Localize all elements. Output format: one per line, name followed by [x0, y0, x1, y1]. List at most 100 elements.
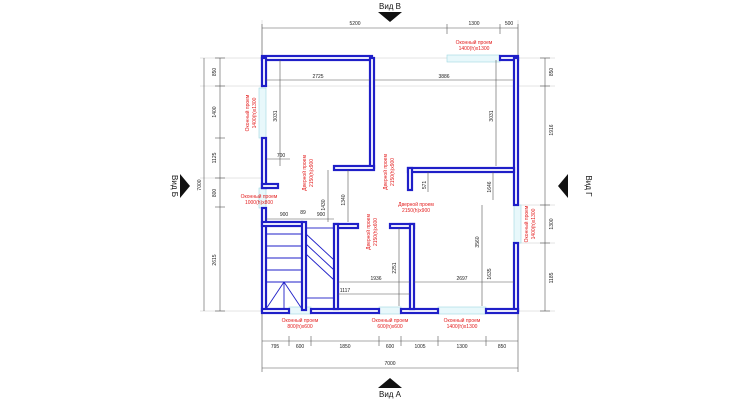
dim-1635: 1635 [487, 268, 493, 279]
svg-text:Дверной проем: Дверной проем [301, 155, 308, 191]
svg-text:Оконный проем: Оконный проем [372, 317, 409, 324]
svg-text:Дверной проем: Дверной проем [382, 154, 389, 190]
dim-1936: 1936 [370, 276, 381, 282]
wall-stair-top [260, 220, 304, 228]
window-bottom-2 [378, 306, 402, 315]
label-window-left: Оконный проем 1400(h)х1300 [244, 94, 258, 131]
window-bottom-1 [288, 306, 312, 315]
label-window-top: Оконный проем 1400(h)х1300 [456, 39, 493, 52]
view-arrow-right [558, 174, 568, 198]
dim-3031-left: 3031 [273, 110, 279, 121]
wall-bottom-1 [260, 307, 291, 315]
wall-bottom-2 [309, 307, 381, 315]
dim-right-1916: 1916 [549, 124, 555, 135]
dim-right-850: 850 [549, 68, 555, 77]
view-marker-bottom: Вид А [378, 378, 402, 399]
dim-left-850: 850 [212, 68, 218, 77]
svg-text:2150(h)х900: 2150(h)х900 [309, 159, 315, 187]
dim-900a: 900 [280, 212, 289, 218]
dim-bottom-795: 795 [271, 344, 280, 350]
wall-left-2 [260, 136, 268, 190]
svg-text:Оконный проем: Оконный проем [241, 193, 278, 200]
wall-right-partition [406, 166, 516, 174]
svg-text:2150(h)х600: 2150(h)х600 [373, 218, 379, 246]
label-door-1: Дверной проем 2150(h)х900 [301, 155, 315, 191]
svg-text:1400(h)х1300: 1400(h)х1300 [447, 324, 478, 330]
dim-bottom-850: 850 [498, 344, 507, 350]
dim-3886: 3886 [438, 74, 449, 80]
label-door-4: Дверной проем 2150(h)х600 [365, 214, 379, 250]
svg-text:2150(h)х900: 2150(h)х900 [402, 208, 430, 214]
walls [260, 54, 520, 315]
svg-text:1400(h)х1300: 1400(h)х1300 [459, 46, 490, 52]
wall-right-partition-stub [406, 166, 414, 192]
svg-text:Дверной проем: Дверной проем [365, 214, 372, 250]
wall-center-horizontal [332, 164, 376, 172]
svg-text:Оконный проем: Оконный проем [244, 94, 251, 131]
dim-2251: 2251 [392, 262, 398, 273]
svg-text:800(h)х600: 800(h)х600 [287, 324, 313, 330]
dim-bottom-600a: 600 [296, 344, 305, 350]
label-window-bottom-2: Оконный проем 600(h)х600 [372, 317, 409, 330]
svg-text:600(h)х600: 600(h)х600 [377, 324, 403, 330]
dim-left-total: 7000 [197, 179, 203, 190]
view-marker-left: Вид Б [170, 174, 190, 198]
dim-571: 571 [422, 181, 428, 190]
view-label-right: Вид Г [584, 175, 593, 197]
wall-left-1 [260, 56, 268, 88]
svg-text:Оконный проем: Оконный проем [282, 317, 319, 324]
label-window-right: Оконный проем 1400(h)х1300 [523, 205, 537, 242]
dim-3031-right: 3031 [489, 110, 495, 121]
dim-bottom-600b: 600 [386, 344, 395, 350]
wall-hall-4 [408, 222, 416, 311]
view-marker-top: Вид В [378, 2, 402, 22]
view-label-top: Вид В [379, 2, 401, 11]
svg-text:1400(h)х1300: 1400(h)х1300 [252, 97, 258, 128]
label-window-bottom-1: Оконный проем 800(h)х600 [282, 317, 319, 330]
wall-hall-2 [332, 222, 340, 311]
dim-1430: 1430 [321, 199, 327, 210]
dim-right-1185: 1185 [549, 272, 555, 283]
dim-top-1300: 1300 [468, 21, 479, 27]
wall-center-vertical [368, 56, 376, 170]
window-top [446, 54, 501, 63]
dimension-top: 5200 1300 500 [261, 21, 519, 58]
wall-bottom-3 [399, 307, 440, 315]
svg-text:Оконный проем: Оконный проем [456, 39, 493, 46]
dim-top-5200: 5200 [349, 21, 360, 27]
svg-text:1400(h)х1300: 1400(h)х1300 [531, 208, 537, 239]
dim-2697: 2697 [456, 276, 467, 282]
dimension-right: 850 1916 1300 1185 [540, 57, 555, 312]
dim-top-500: 500 [505, 21, 514, 27]
dimension-bottom: 795 600 1850 600 1005 1300 850 7000 [261, 311, 519, 372]
view-label-left: Вид Б [170, 175, 179, 197]
dim-89: 89 [300, 210, 306, 216]
wall-bottom-4 [484, 307, 520, 315]
dim-1340: 1340 [341, 194, 347, 205]
dim-bottom-total: 7000 [384, 361, 395, 367]
view-arrow-left [180, 174, 190, 198]
label-window-bottom-3: Оконный проем 1400(h)х1300 [444, 317, 481, 330]
svg-text:Оконный проем: Оконный проем [444, 317, 481, 324]
dim-bottom-1005: 1005 [414, 344, 425, 350]
window-right [513, 204, 522, 244]
dim-left-1125: 1125 [212, 152, 218, 163]
view-label-bottom: Вид А [379, 390, 402, 399]
label-door-2: Дверной проем 2150(h)х900 [382, 154, 396, 190]
svg-text:Дверной проем: Дверной проем [398, 201, 434, 208]
view-marker-right: Вид Г [558, 174, 593, 198]
dim-left-800: 800 [212, 189, 218, 198]
dim-left-2615: 2615 [212, 254, 218, 265]
dim-bottom-1300: 1300 [456, 344, 467, 350]
dim-3560: 3560 [475, 236, 481, 247]
view-arrow-top [378, 12, 402, 22]
interior-dimensions: 2725 3886 3031 3031 700 900 89 900 1430 … [266, 60, 514, 306]
dim-1646: 1646 [487, 181, 493, 192]
svg-text:1000(h)х800: 1000(h)х800 [245, 200, 273, 206]
window-bottom-3 [437, 306, 487, 315]
view-arrow-bottom [378, 378, 402, 388]
svg-text:2150(h)х900: 2150(h)х900 [390, 158, 396, 186]
wall-right-2 [512, 241, 520, 313]
dim-2725: 2725 [312, 74, 323, 80]
